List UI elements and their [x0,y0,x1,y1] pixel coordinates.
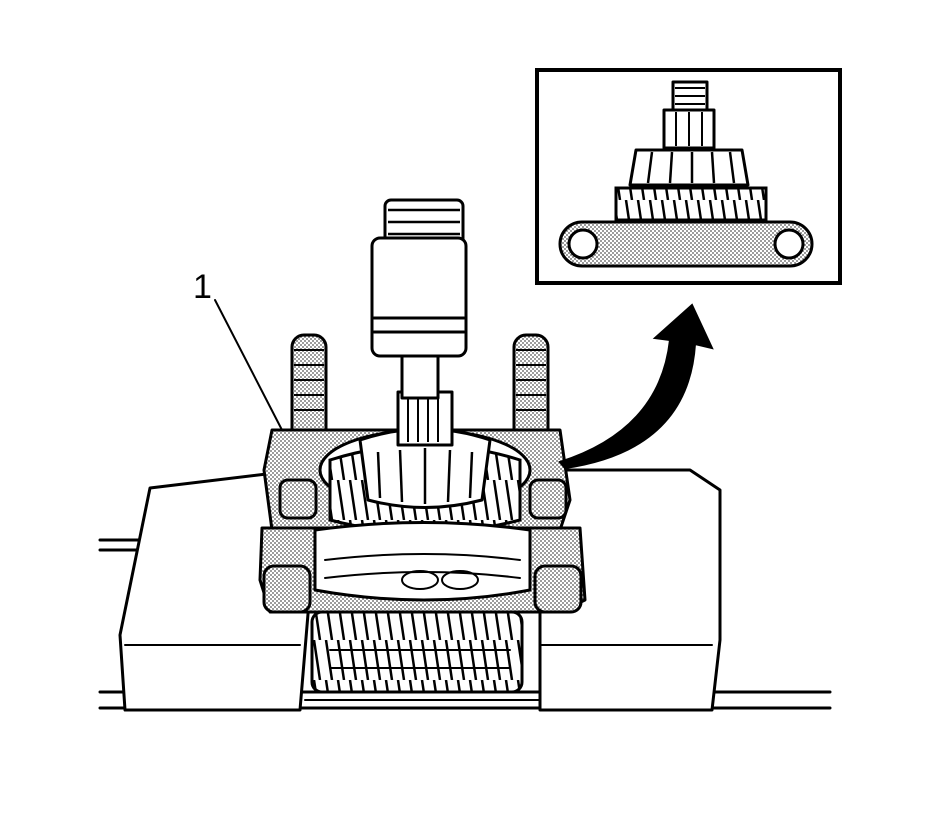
press-base [98,468,832,712]
detail-inset [535,68,842,285]
callout-1: 1 [193,268,283,431]
bearing-cone [358,390,492,509]
curved-arrow [558,303,714,470]
press-ram [370,198,468,400]
lower-gear-cluster [310,610,524,694]
callout-label: 1 [193,268,212,306]
